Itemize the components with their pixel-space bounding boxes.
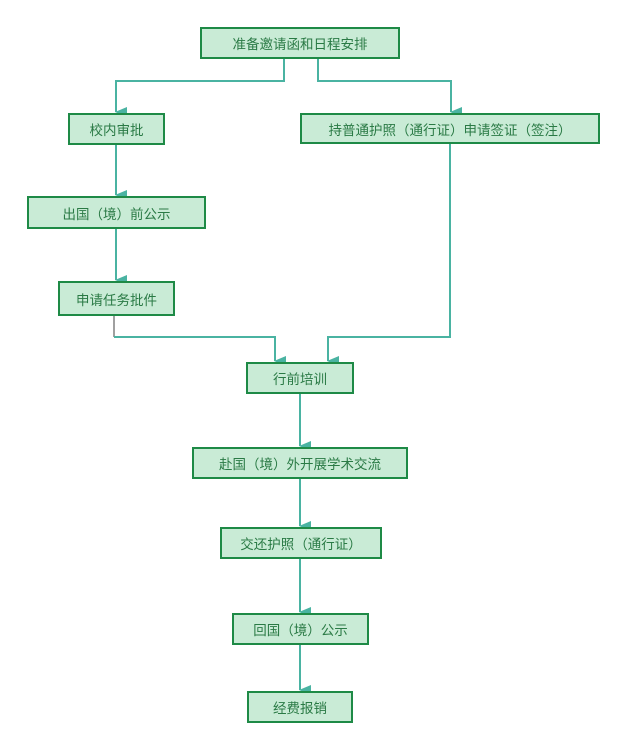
node-exchange: 赴国（境）外开展学术交流 (192, 447, 408, 479)
node-training: 行前培训 (246, 362, 354, 394)
node-prepare: 准备邀请函和日程安排 (200, 27, 400, 59)
node-return-passport: 交还护照（通行证） (220, 527, 382, 559)
node-approval: 校内审批 (68, 113, 165, 145)
edge-prepare-approval (115, 58, 285, 117)
edge-visa-training (327, 143, 451, 366)
node-mission: 申请任务批件 (58, 281, 175, 316)
edge-mission-training (114, 336, 286, 366)
node-pre-notice: 出国（境）前公示 (27, 196, 206, 229)
node-reimburse: 经费报销 (247, 691, 353, 723)
edge-prepare-visa (317, 58, 462, 117)
node-post-notice: 回国（境）公示 (232, 613, 369, 645)
node-visa: 持普通护照（通行证）申请签证（签注） (300, 113, 600, 144)
